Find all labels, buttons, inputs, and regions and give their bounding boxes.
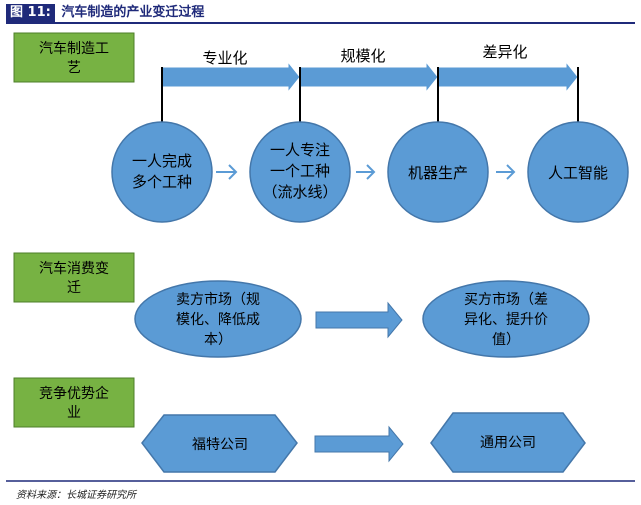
- chevron-arrow-icon: [496, 164, 516, 180]
- stage-circle: [387, 121, 489, 223]
- transition-arrow: [314, 425, 404, 463]
- source-note: 资料来源：长城证券研究所: [16, 490, 136, 501]
- row-label-line: 汽车制造工: [39, 40, 109, 57]
- progression-arrow: [437, 60, 579, 94]
- row-label-line: 竞争优势企: [39, 385, 109, 402]
- hexagon-label: 福特公司: [192, 437, 248, 453]
- stage-label: 人工智能: [548, 164, 608, 182]
- figure-number: 图 11:: [6, 4, 55, 22]
- chevron-arrow-icon: [356, 164, 376, 180]
- stage-label: （流水线）: [262, 183, 337, 201]
- arrow-label: 专业化: [202, 49, 247, 67]
- row-manufacturing: 汽车制造工 艺 专业化 规模化 差异化 一人完成 多个工种 一人专注 一个工种 …: [13, 32, 629, 223]
- ellipse-label: 模化、降低成: [176, 312, 260, 328]
- row-label-line: 汽车消费变: [39, 260, 109, 277]
- chevron-arrow-icon: [218, 164, 238, 180]
- stage-label: 一人专注: [270, 141, 330, 159]
- ellipse-label: 卖方市场（规: [176, 291, 260, 308]
- row-consumption: 汽车消费变 迁 卖方市场（规 模化、降低成 本） 买方市场（差 异化、提升价 值…: [13, 252, 590, 358]
- row-label-box: [13, 377, 135, 428]
- stage-label: 一人完成: [132, 152, 192, 170]
- to-hexagon: [430, 412, 586, 473]
- row-label-box: [13, 252, 135, 303]
- hexagon-label: 通用公司: [480, 435, 536, 451]
- ellipse-label: 异化、提升价: [464, 312, 548, 328]
- figure-title: 汽车制造的产业变迁过程: [61, 5, 205, 20]
- progression-arrow: [161, 60, 301, 94]
- stage-label: 多个工种: [132, 173, 192, 191]
- arrow-label: 规模化: [340, 47, 385, 65]
- row-label-line: 艺: [67, 60, 81, 76]
- arrow-label: 差异化: [482, 43, 527, 61]
- ellipse-label: 本）: [204, 332, 232, 348]
- row-label-line: 业: [67, 405, 81, 421]
- row-label-box: [13, 32, 135, 83]
- row-competitors: 竞争优势企 业 福特公司 通用公司: [13, 377, 586, 473]
- stage-circle: [527, 121, 629, 223]
- stage-label: 一个工种: [270, 162, 330, 180]
- stage-label: 机器生产: [408, 164, 468, 182]
- stage-circle: [111, 121, 213, 223]
- figure-title-bar: 图 11: 汽车制造的产业变迁过程: [6, 4, 635, 24]
- ellipse-label: 值）: [492, 332, 520, 348]
- ellipse-label: 买方市场（差: [464, 291, 548, 308]
- stage-circle: [249, 121, 351, 223]
- progression-arrow: [299, 60, 439, 94]
- row-label-line: 迁: [67, 280, 81, 296]
- from-ellipse: [134, 280, 302, 358]
- transition-arrow: [315, 301, 403, 339]
- from-hexagon: [141, 414, 298, 473]
- to-ellipse: [422, 280, 590, 358]
